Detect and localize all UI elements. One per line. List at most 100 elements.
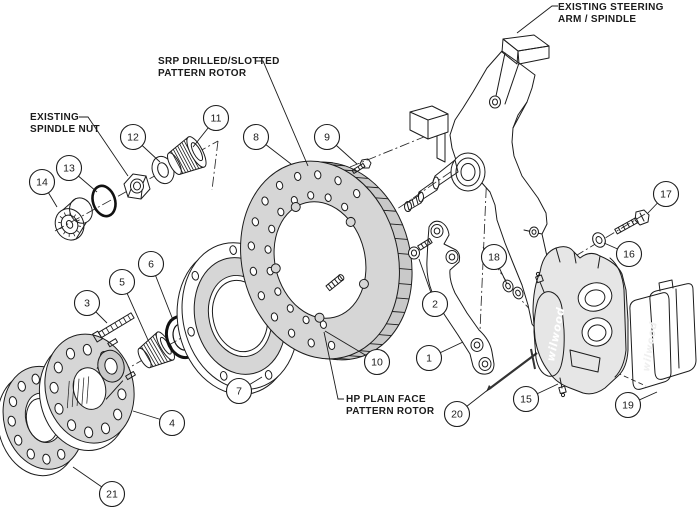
callout-circle xyxy=(73,289,101,317)
callout-11: 11 xyxy=(192,104,230,148)
callout-number: 10 xyxy=(371,357,383,369)
callout-circle xyxy=(137,250,165,278)
label-text: PATTERN ROTOR xyxy=(346,406,435,417)
label-text: EXISTING xyxy=(30,112,79,123)
callout-19: 19 xyxy=(614,391,658,419)
label-text: ARM / SPINDLE xyxy=(558,14,636,25)
callout-18: 18 xyxy=(480,243,508,285)
callout-number: 11 xyxy=(211,113,222,125)
callout-16: 16 xyxy=(603,240,643,268)
callout-number: 12 xyxy=(127,132,139,144)
callout-circle xyxy=(363,348,391,376)
callout-14: 14 xyxy=(28,168,58,208)
label-text: EXISTING STEERING xyxy=(558,2,664,13)
callout-13: 13 xyxy=(55,154,98,193)
callout-circle xyxy=(202,104,230,132)
label-text: PATTERN ROTOR xyxy=(158,68,247,79)
part-hub xyxy=(38,333,136,452)
callout-number: 19 xyxy=(622,400,634,412)
callout-number: 5 xyxy=(119,277,125,289)
part-inner-bearing xyxy=(137,331,175,369)
callout-20: 20 xyxy=(443,388,490,428)
callout-number: 18 xyxy=(488,252,500,264)
callout-circle xyxy=(512,385,540,413)
rotor-center-stud xyxy=(325,274,345,292)
callout-circle xyxy=(108,268,136,296)
part-wheel-stud xyxy=(92,312,135,343)
callout-circle xyxy=(421,290,449,318)
part-caliper-bolt-washer xyxy=(592,209,650,248)
callout-circle xyxy=(119,123,147,151)
callout-number: 6 xyxy=(148,259,154,271)
pad-brand-script: wilwood xyxy=(641,321,660,373)
callout-4: 4 xyxy=(132,409,186,437)
part-spindle-nut xyxy=(123,173,151,200)
callout-1: 1 xyxy=(415,341,464,372)
callout-circle xyxy=(415,344,443,372)
label-text: SRP DRILLED/SLOTTED xyxy=(158,56,280,67)
callout-circle xyxy=(158,409,186,437)
callout-12: 12 xyxy=(119,123,161,163)
callout-15: 15 xyxy=(512,383,559,413)
label-text: HP PLAIN FACE xyxy=(346,394,426,405)
label-leader-line xyxy=(79,116,129,177)
part-o-ring xyxy=(91,184,117,218)
callout-3: 3 xyxy=(73,289,108,324)
part-caliper: wilwood xyxy=(532,246,629,398)
callout-5: 5 xyxy=(108,268,149,341)
bleed-screw-bottom xyxy=(558,377,567,398)
callout-number: 13 xyxy=(63,163,75,175)
callout-number: 7 xyxy=(236,386,242,398)
part-small-bolt xyxy=(351,158,372,174)
callout-2: 2 xyxy=(418,258,449,318)
callout-17: 17 xyxy=(647,180,680,214)
callout-21: 21 xyxy=(72,466,126,507)
callout-circle xyxy=(615,240,643,268)
callout-circle xyxy=(652,180,680,208)
part-caliper-bracket xyxy=(426,220,495,375)
callout-number: 1 xyxy=(426,353,432,365)
callout-circle xyxy=(480,243,508,271)
callout-number: 4 xyxy=(169,418,175,430)
part-flathead-bolt xyxy=(408,238,433,260)
part-retaining-pin xyxy=(486,348,538,392)
callout-number: 15 xyxy=(520,394,532,406)
callout-circle xyxy=(55,154,83,182)
callout-circle xyxy=(614,391,642,419)
callout-number: 2 xyxy=(432,299,438,311)
callout-number: 14 xyxy=(36,177,48,189)
part-steering-knuckle xyxy=(404,34,555,334)
callout-circle xyxy=(443,400,471,428)
callout-number: 8 xyxy=(253,132,259,144)
callout-7: 7 xyxy=(225,376,263,405)
callout-number: 9 xyxy=(324,132,330,144)
callout-number: 17 xyxy=(660,189,672,201)
callout-number: 3 xyxy=(84,298,90,310)
callout-10: 10 xyxy=(324,330,391,376)
label-text: SPINDLE NUT xyxy=(30,124,100,135)
callout-9: 9 xyxy=(313,123,358,165)
callout-number: 21 xyxy=(106,489,118,501)
callout-circle xyxy=(313,123,341,151)
label-leader-line xyxy=(323,331,344,400)
label-leader-line xyxy=(516,5,558,34)
label-leader-line xyxy=(255,60,309,167)
part-brake-pads: wilwood xyxy=(629,279,697,390)
callout-number: 16 xyxy=(623,249,635,261)
callout-number: 20 xyxy=(451,409,463,421)
callout-8: 8 xyxy=(242,123,292,165)
callout-circle xyxy=(225,377,253,405)
callout-circle xyxy=(242,123,270,151)
bleed-screw-top xyxy=(535,271,545,293)
callout-6: 6 xyxy=(137,250,174,321)
part-rotor xyxy=(240,160,413,361)
part-dust-cap xyxy=(54,197,93,241)
